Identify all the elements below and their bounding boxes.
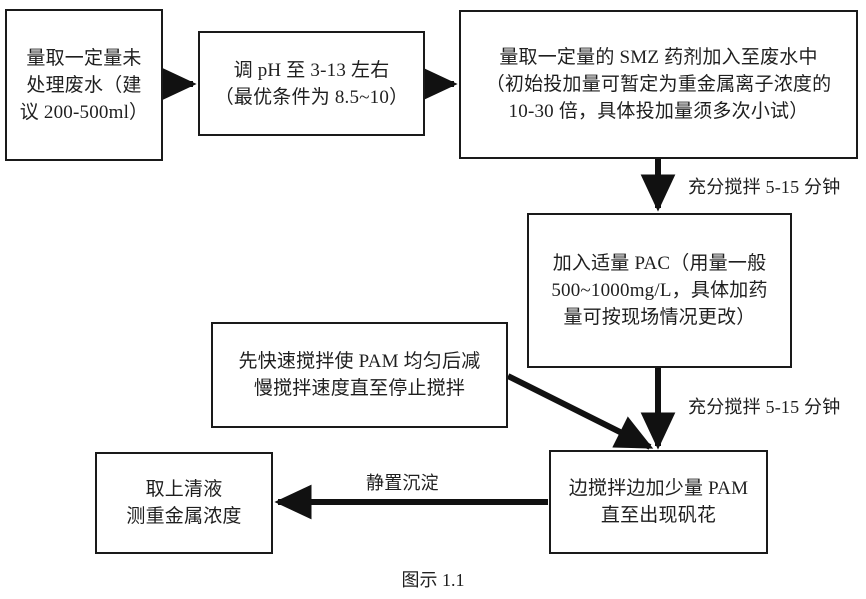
- node-line: 调 pH 至 3-13 左右: [233, 59, 390, 81]
- node-line: 直至出现矾花: [600, 505, 717, 526]
- node-pam-stirring-instruction[interactable]: 先快速搅拌使 PAM 均匀后减 慢搅拌速度直至停止搅拌: [211, 322, 508, 428]
- node-line: 取上清液: [145, 479, 223, 500]
- figure-caption: 图示 1.1: [401, 570, 465, 590]
- node-line: 测重金属浓度: [126, 506, 242, 527]
- node-add-pam-while-stirring[interactable]: 边搅拌边加少量 PAM 直至出现矾花: [549, 450, 768, 554]
- edge-label-settle: 静置沉淀: [366, 473, 439, 493]
- node-line: （最优条件为 8.5~10）: [214, 86, 409, 108]
- node-line: 先快速搅拌使 PAM 均匀后减: [238, 351, 481, 372]
- node-line: 边搅拌边加少量 PAM: [568, 478, 749, 499]
- node-line: 议 200-500ml）: [19, 101, 149, 123]
- node-add-smz-reagent[interactable]: 量取一定量的 SMZ 药剂加入至废水中 （初始投加量可暂定为重金属离子浓度的 1…: [459, 10, 858, 159]
- node-line: 量取一定量的 SMZ 药剂加入至废水中: [499, 47, 818, 68]
- node-line: 加入适量 PAC（用量一般: [552, 253, 767, 274]
- node-measure-untreated-wastewater[interactable]: 量取一定量未 处理废水（建 议 200-500ml）: [5, 9, 163, 161]
- node-take-supernatant-measure[interactable]: 取上清液 测重金属浓度: [95, 452, 273, 554]
- node-line: 处理废水（建: [26, 74, 142, 96]
- node-line: 500~1000mg/L，具体加药: [551, 280, 768, 301]
- node-line: 慢搅拌速度直至停止搅拌: [253, 378, 466, 399]
- node-line: （初始投加量可暂定为重金属离子浓度的: [485, 74, 832, 95]
- node-add-pac[interactable]: 加入适量 PAC（用量一般 500~1000mg/L，具体加药 量可按现场情况更…: [527, 213, 792, 368]
- node-line: 10-30 倍，具体投加量须多次小试）: [508, 101, 809, 122]
- node-line: 量可按现场情况更改）: [563, 307, 756, 328]
- edge-label-stir-2: 充分搅拌 5-15 分钟: [688, 397, 841, 417]
- node-adjust-ph[interactable]: 调 pH 至 3-13 左右 （最优条件为 8.5~10）: [198, 31, 425, 136]
- node-line: 量取一定量未: [26, 47, 142, 69]
- edge-label-stir-1: 充分搅拌 5-15 分钟: [688, 177, 841, 197]
- arrow-pamnote-to-pam: [506, 373, 654, 450]
